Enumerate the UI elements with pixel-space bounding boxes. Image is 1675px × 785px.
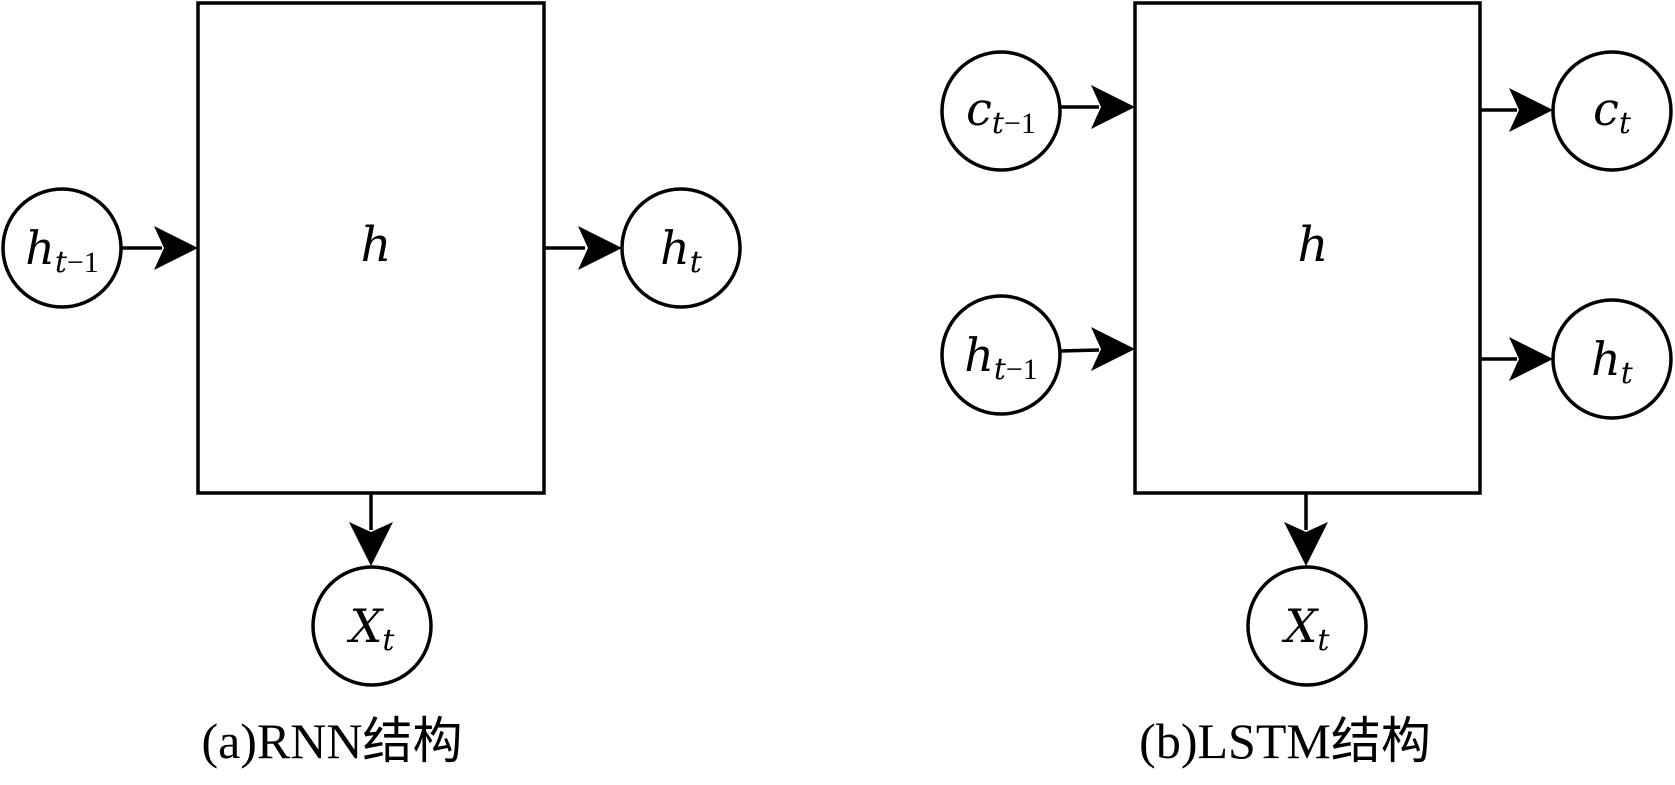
lstm-output-hidden-node: ht	[1551, 298, 1673, 420]
lstm-input-hidden-sub-rest: −1	[1006, 353, 1038, 386]
lstm-input-cell-node: ct−1	[940, 50, 1062, 172]
lstm-input-cell-arrow	[1060, 85, 1135, 129]
lstm-caption: (b)LSTM结构	[1139, 713, 1431, 769]
svg-text:Xt: Xt	[1282, 599, 1331, 658]
lstm-output-hidden-arrow	[1480, 337, 1553, 381]
svg-text:ht: ht	[660, 221, 703, 280]
rnn-input-node-main: h	[25, 221, 55, 275]
rnn-output-node: ht	[620, 187, 742, 309]
svg-text:ht−1: ht−1	[964, 328, 1038, 387]
lstm-output-hidden-main: h	[1591, 332, 1621, 386]
lstm-output-hidden-sub: t	[1621, 356, 1634, 391]
rnn-caption: (a)RNN结构	[201, 713, 462, 769]
lstm-hidden-box	[1133, 1, 1482, 495]
rnn-hidden-box	[196, 1, 546, 495]
svg-text:ct: ct	[1593, 82, 1632, 141]
rnn-box-label: h	[361, 217, 392, 273]
lstm-bottom-node: Xt	[1246, 565, 1368, 687]
rnn-bottom-node: Xt	[311, 565, 433, 687]
svg-text:ht: ht	[1591, 332, 1634, 391]
lstm-output-cell-arrow	[1480, 88, 1553, 132]
lstm-output-cell-node: ct	[1551, 50, 1673, 172]
rnn-input-node-sub: t	[55, 245, 68, 280]
svg-text:ht−1: ht−1	[25, 221, 99, 280]
lstm-input-cell-sub-rest: −1	[1004, 107, 1036, 140]
rnn-bottom-node-sub: t	[382, 623, 395, 658]
lstm-input-cell-sub: t	[992, 106, 1005, 141]
rnn-input-arrow	[121, 226, 198, 270]
lstm-panel: h ct−1 ht−1	[940, 1, 1673, 769]
lstm-input-cell-main: c	[966, 82, 992, 136]
lstm-output-cell-sub: t	[1619, 106, 1632, 141]
svg-text:Xt: Xt	[347, 599, 396, 658]
lstm-input-hidden-main: h	[964, 328, 994, 382]
rnn-bottom-node-main: X	[347, 599, 385, 653]
lstm-input-hidden-sub: t	[994, 352, 1007, 387]
rnn-output-node-main: h	[660, 221, 690, 275]
rnn-input-node-sub-rest: −1	[67, 246, 99, 279]
lstm-bottom-node-sub: t	[1317, 623, 1330, 658]
lstm-input-hidden-node: ht−1	[940, 294, 1062, 416]
rnn-panel: h ht−1 ht	[1, 1, 742, 769]
rnn-input-node: ht−1	[1, 187, 123, 309]
lstm-input-hidden-arrow	[1059, 327, 1135, 371]
lstm-output-cell-main: c	[1593, 82, 1619, 136]
rnn-output-node-sub: t	[690, 245, 703, 280]
rnn-output-arrow	[544, 226, 622, 270]
lstm-bottom-node-main: X	[1282, 599, 1320, 653]
lstm-box-label: h	[1298, 217, 1329, 273]
rnn-down-arrow	[349, 493, 393, 566]
lstm-down-arrow	[1284, 493, 1328, 566]
svg-text:ct−1: ct−1	[966, 82, 1036, 141]
